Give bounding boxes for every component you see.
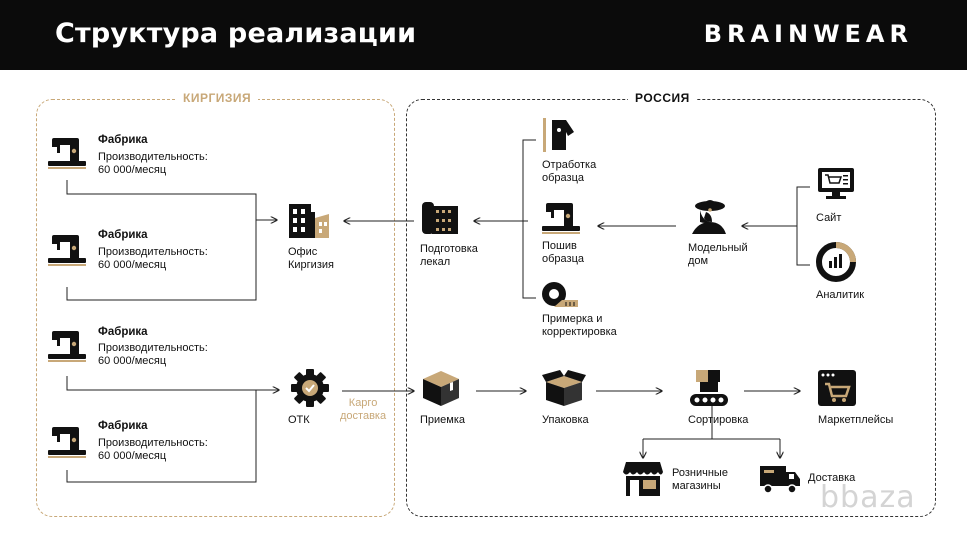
factory-capacity-label: Производительность: bbox=[98, 151, 208, 163]
sewing-machine-icon bbox=[542, 203, 580, 234]
brand-logo: BRAINWEAR bbox=[703, 20, 913, 48]
sewing-machine-icon bbox=[48, 138, 86, 169]
measuring-tape-icon bbox=[542, 282, 578, 307]
fitting-label: Примерка и корректировка bbox=[542, 313, 617, 338]
factory-capacity-label: Производительность: bbox=[98, 246, 208, 258]
fashion-model-icon bbox=[692, 200, 726, 234]
office-building-icon bbox=[289, 204, 329, 238]
fabric-roll-icon bbox=[422, 202, 458, 234]
box-receiving-icon bbox=[423, 371, 459, 406]
header-bar: Структура реализации BRAINWEAR bbox=[0, 0, 967, 70]
sorting-label: Сортировка bbox=[688, 414, 749, 426]
factory-capacity-label: Производительность: bbox=[98, 437, 208, 449]
conveyor-sorting-icon bbox=[690, 370, 728, 406]
analytics-chart-icon bbox=[816, 242, 856, 282]
office-label: Офис Киргизия bbox=[288, 246, 334, 271]
receiving-label: Приемка bbox=[420, 414, 466, 426]
factory-name: Фабрика bbox=[98, 420, 148, 432]
quality-gear-icon bbox=[291, 369, 329, 407]
sewing-machine-icon bbox=[48, 331, 86, 362]
site-label: Сайт bbox=[816, 212, 842, 224]
website-monitor-icon bbox=[818, 168, 854, 199]
otk-label: ОТК bbox=[288, 414, 310, 426]
marketplace-cart-icon bbox=[818, 370, 856, 406]
sample-sewing-label: Пошив образца bbox=[542, 240, 584, 265]
delivery-label: Доставка bbox=[808, 472, 856, 484]
factory-name: Фабрика bbox=[98, 229, 148, 241]
page-title: Структура реализации bbox=[55, 18, 417, 49]
retail-store-icon bbox=[623, 462, 663, 496]
kyrgyzstan-label: КИРГИЗИЯ bbox=[176, 91, 259, 105]
patterns-label: Подготовка лекал bbox=[420, 243, 478, 268]
factory-capacity-value: 60 000/месяц bbox=[98, 355, 167, 367]
delivery-truck-icon bbox=[760, 466, 800, 494]
watermark: bbaza bbox=[820, 480, 916, 515]
packing-label: Упаковка bbox=[542, 414, 589, 426]
sample-development-label: Отработка образца bbox=[542, 159, 597, 184]
marketplaces-label: Маркетплейсы bbox=[818, 414, 894, 426]
sewing-machine-icon bbox=[48, 427, 86, 458]
factory-capacity-value: 60 000/месяц bbox=[98, 450, 167, 462]
russia-label: РОССИЯ bbox=[628, 91, 697, 105]
sewing-machine-icon bbox=[48, 235, 86, 266]
fashion-house-label: Модельный дом bbox=[688, 242, 748, 267]
factory-capacity-label: Производительность: bbox=[98, 342, 208, 354]
cargo-delivery-label: Карго доставка bbox=[340, 397, 387, 422]
analytics-label: Аналитик bbox=[816, 289, 865, 301]
factory-capacity-value: 60 000/месяц bbox=[98, 259, 167, 271]
retail-label: Розничные магазины bbox=[672, 467, 728, 492]
mannequin-icon bbox=[543, 118, 574, 152]
factory-name: Фабрика bbox=[98, 134, 148, 146]
factory-name: Фабрика bbox=[98, 326, 148, 338]
open-box-icon bbox=[542, 370, 586, 406]
factory-capacity-value: 60 000/месяц bbox=[98, 164, 167, 176]
